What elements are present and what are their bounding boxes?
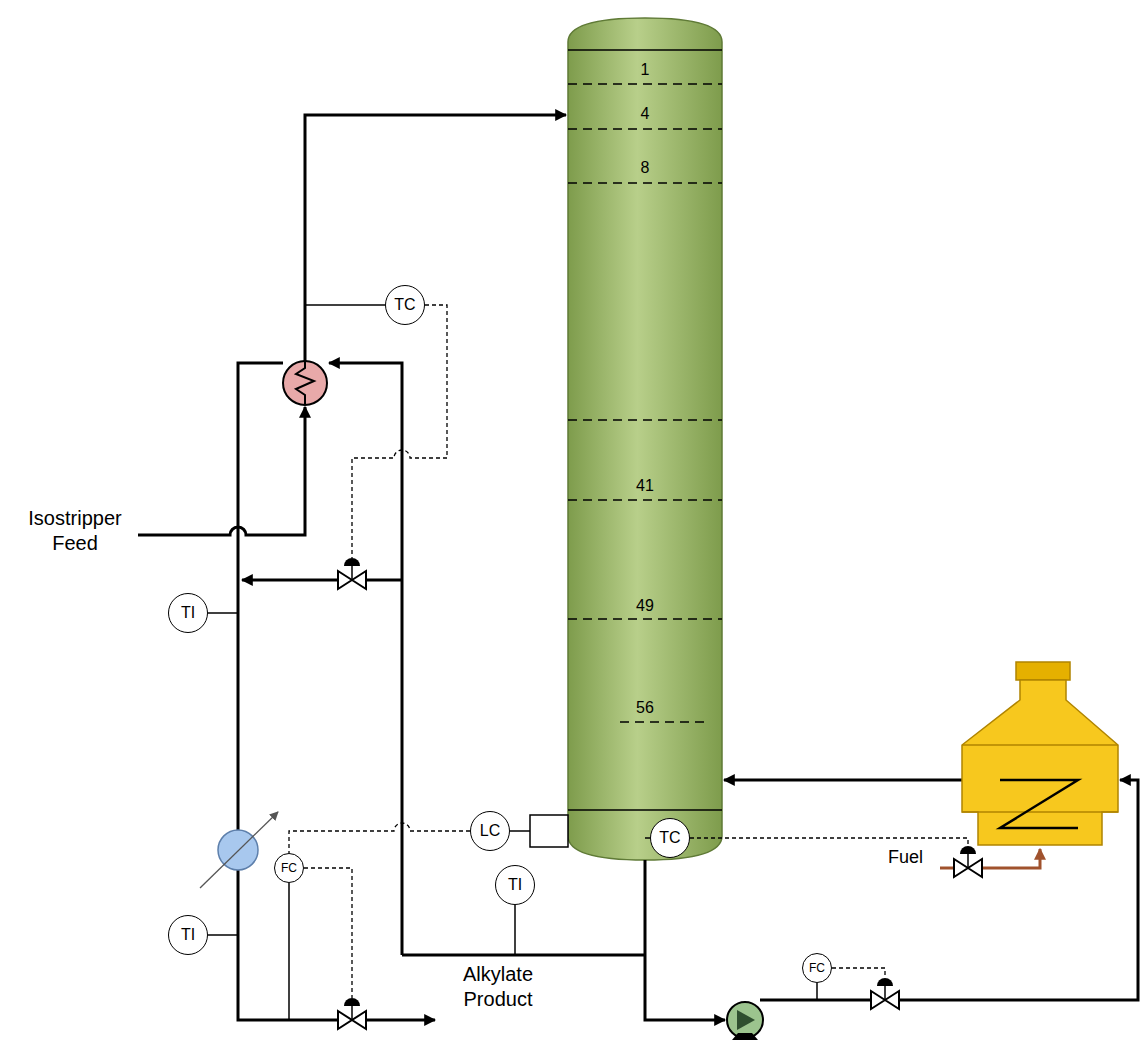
stream-label: Alkylate Product [440,962,556,1012]
process-piping [138,115,1138,1020]
pump [727,1002,763,1040]
column-shell [568,18,722,860]
instrument-bubble: LC [470,811,510,851]
instrument-bubble: FC [274,853,304,883]
signal-lines [304,305,968,998]
tray-number: 1 [625,60,665,80]
stream-label: Fuel [888,846,938,869]
instrument-tag: TI [181,605,195,621]
heat-exchanger [283,361,327,405]
instrument-tag: TI [508,877,522,893]
tray-number: 41 [625,476,665,496]
instrument-bubble: TI [168,593,208,633]
instrument-tag: LC [480,823,500,839]
control-valve [338,998,366,1029]
stream-label: Isostripper Feed [16,506,134,556]
control-valve [954,846,982,877]
instrument-tag: TC [659,830,680,846]
fired-heater [962,662,1118,845]
level-bridle [530,815,568,847]
instrument-bubble: FC [802,953,832,983]
tray-lines [568,50,722,810]
cooler [200,812,278,888]
signal-line [289,823,470,853]
instrument-bubble: TC [650,818,690,858]
tray-number: 4 [625,104,665,124]
instrument-bubble: TC [385,285,425,325]
instrument-bubble: TI [495,865,535,905]
instrument-bubble: TI [168,915,208,955]
tray-number: 49 [625,596,665,616]
instrument-tag: FC [809,962,825,974]
instrument-tag: TC [394,297,415,313]
instrument-tag: TI [181,927,195,943]
control-valve [338,558,366,589]
tray-number: 8 [625,158,665,178]
instrument-tag: FC [281,862,297,874]
tray-number: 56 [625,698,665,718]
instrument-stems [208,305,817,1020]
control-valve [871,978,899,1009]
